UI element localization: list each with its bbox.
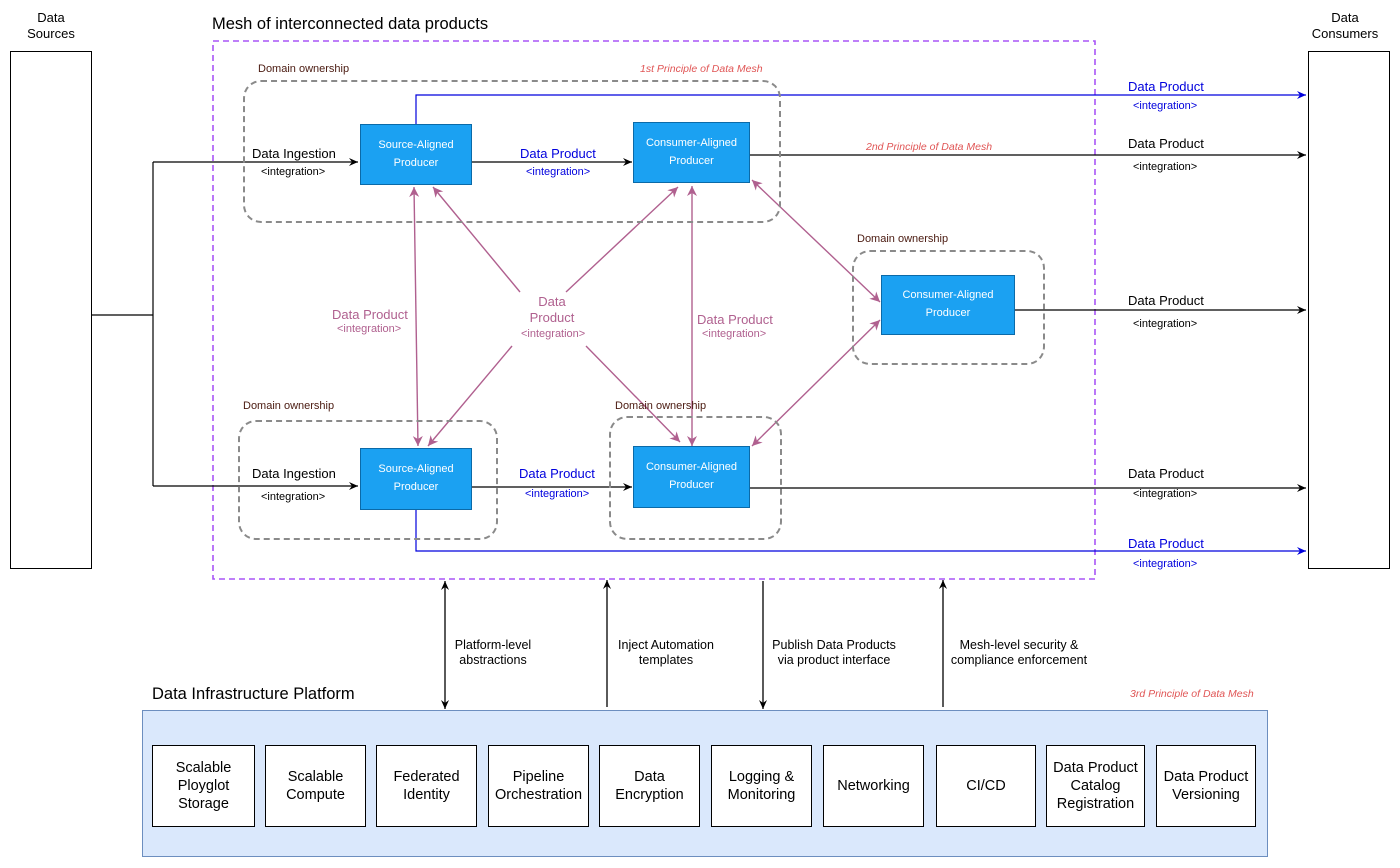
domain-label: Domain ownership — [243, 400, 335, 412]
source-aligned-producer-bottom: Source-Aligned Producer — [360, 448, 472, 510]
domain-box-right — [852, 250, 1045, 365]
platform-tile-versioning: Data Product Versioning — [1156, 745, 1256, 827]
data-product-label: Data Product — [1128, 466, 1204, 481]
source-connector — [92, 158, 358, 490]
data-ingestion-label: Data Ingestion — [252, 146, 336, 161]
platform-tile-cicd: CI/CD — [936, 745, 1036, 827]
integration-label: <integration> — [337, 323, 402, 335]
consumer-aligned-producer-top: Consumer-Aligned Producer — [633, 122, 750, 183]
data-product-label: Data Product — [519, 466, 595, 481]
domain-box-bottom-left — [238, 420, 498, 540]
platform-arrow-label: Inject Automation templates — [618, 638, 714, 667]
data-product-label: Data Product — [1128, 136, 1204, 151]
data-product-label: Data Product — [1128, 79, 1204, 94]
principle-3-label: 3rd Principle of Data Mesh — [1130, 688, 1254, 700]
platform-tile-logging: Logging & Monitoring — [711, 745, 812, 827]
direct-links — [415, 91, 1306, 555]
platform-arrow-label: Mesh-level security & compliance enforce… — [950, 638, 1088, 667]
data-consumers-box — [1308, 51, 1390, 569]
platform-tile-networking: Networking — [823, 745, 924, 827]
platform-tile-catalog: Data Product Catalog Registration — [1046, 745, 1145, 827]
data-ingestion-label: Data Ingestion — [252, 466, 336, 481]
source-aligned-producer-top: Source-Aligned Producer — [360, 124, 472, 185]
domain-box-top — [243, 80, 781, 223]
data-sources-title: Data Sources — [27, 10, 75, 41]
data-sources-box — [10, 51, 92, 569]
integration-label: <integration> — [1133, 558, 1198, 570]
integration-label: <integration> — [261, 491, 326, 503]
platform-tile-encryption: Data Encryption — [599, 745, 700, 827]
principle-1-label: 1st Principle of Data Mesh — [640, 63, 763, 75]
integration-label: <integration> — [261, 166, 326, 178]
platform-tile-compute: Scalable Compute — [265, 745, 366, 827]
domain-box-bottom-right — [609, 416, 782, 540]
data-product-label: Data Product — [1128, 536, 1204, 551]
data-consumers-title: Data Consumers — [1311, 10, 1379, 41]
principle-2-label: 2nd Principle of Data Mesh — [866, 141, 993, 153]
integration-label: <integration> — [1133, 488, 1198, 500]
domain-label: Domain ownership — [258, 63, 350, 75]
platform-title: Data Infrastructure Platform — [152, 685, 355, 703]
consumer-links — [750, 151, 1306, 492]
consumer-aligned-producer-right: Consumer-Aligned Producer — [881, 275, 1015, 335]
domain-label: Domain ownership — [857, 233, 949, 245]
mesh-links — [409, 179, 881, 447]
platform-arrow-label: Platform-level abstractions — [454, 638, 532, 667]
integration-label: <integration> — [702, 328, 767, 340]
consumer-aligned-producer-bottom: Consumer-Aligned Producer — [633, 446, 750, 508]
data-product-label: Data Product — [520, 146, 596, 161]
data-product-label: Data Product — [1128, 293, 1204, 308]
integration-label: <integration> — [1133, 100, 1198, 112]
integration-label: <integration> — [526, 166, 591, 178]
data-product-label: Data Product — [529, 294, 575, 325]
producer-links — [472, 158, 632, 491]
platform-arrow-label: Publish Data Products via product interf… — [772, 638, 896, 667]
integration-label: <integration> — [521, 328, 586, 340]
integration-label: <integration> — [1133, 161, 1198, 173]
integration-label: <integration> — [525, 488, 590, 500]
data-product-label: Data Product — [697, 312, 773, 327]
integration-label: <integration> — [1133, 318, 1198, 330]
platform-arrows — [441, 580, 947, 709]
data-product-label: Data Product — [332, 307, 408, 322]
platform-tile-storage: Scalable Ployglot Storage — [152, 745, 255, 827]
platform-tile-orchestration: Pipeline Orchestration — [488, 745, 589, 827]
platform-tile-identity: Federated Identity — [376, 745, 477, 827]
domain-label: Domain ownership — [615, 400, 707, 412]
mesh-title: Mesh of interconnected data products — [212, 15, 489, 33]
